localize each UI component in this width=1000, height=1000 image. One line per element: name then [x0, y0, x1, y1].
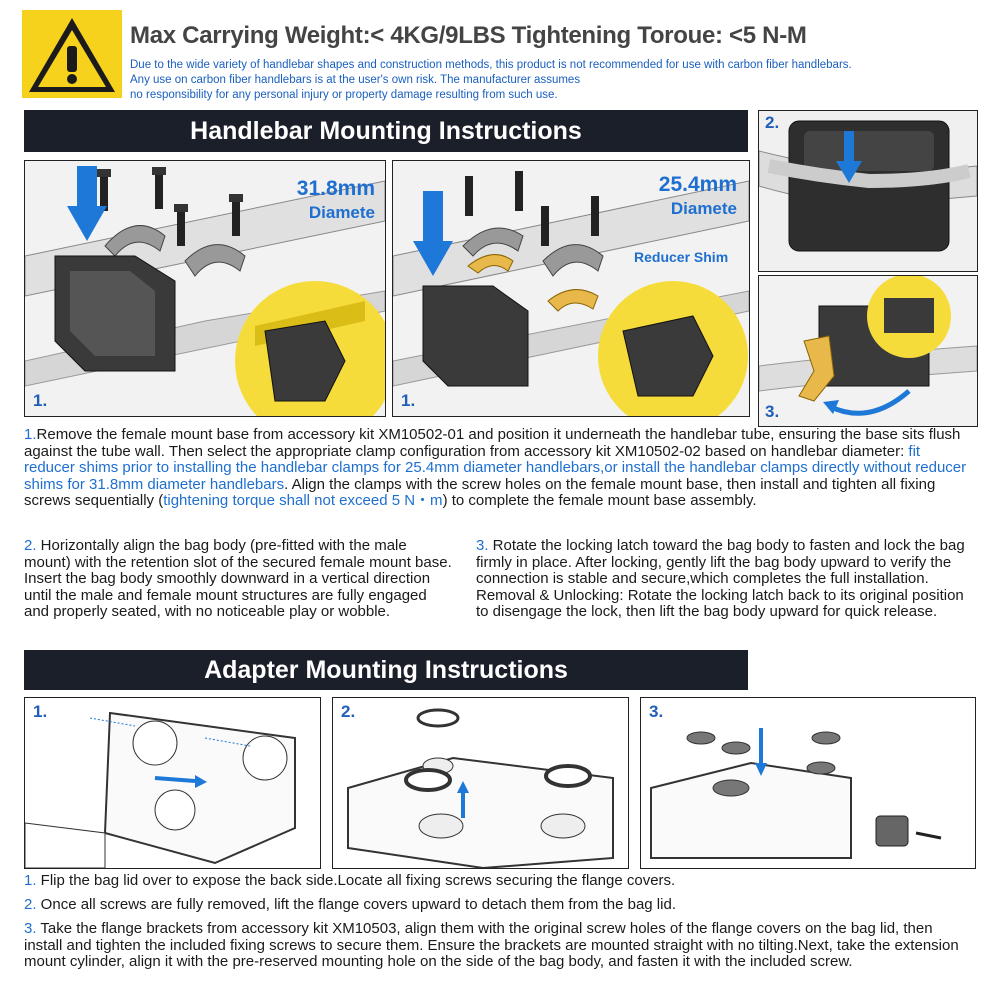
- lid-flip-illustration: [25, 711, 296, 868]
- diameter-value: 31.8mm: [296, 177, 375, 200]
- handlebar-section-heading: Handlebar Mounting Instructions: [24, 110, 748, 152]
- step-number: 3.: [24, 920, 37, 937]
- latch-panel: 3.: [758, 275, 978, 427]
- page-title: Max Carrying Weight:< 4KG/9LBS Tightenin…: [130, 22, 807, 49]
- panel-number: 1.: [33, 391, 48, 410]
- panel-number: 1.: [401, 391, 416, 410]
- diameter-caption: Diamete: [308, 203, 375, 222]
- diameter-label: 25.4mm Diamete: [659, 173, 737, 221]
- adapter-panel-3: 3.: [640, 697, 976, 869]
- handlebar-panel-254: 1. 25.4mm Diamete Reducer Shim: [392, 160, 750, 417]
- step-text: . Align the clamps with the screw holes …: [24, 475, 936, 509]
- step-number: 1.: [24, 872, 37, 889]
- disclaimer-line: Any use on carbon fiber handlebars is at…: [130, 74, 581, 86]
- reducer-shim-label: Reducer Shim: [634, 249, 729, 265]
- step-text: Flip the bag lid over to expose the back…: [36, 872, 676, 889]
- step-1-text: 1.Remove the female mount base from acce…: [24, 426, 974, 510]
- panel-number: 3.: [765, 402, 780, 421]
- panel-number: 2.: [341, 702, 356, 721]
- step-text: Remove the female mount base from access…: [24, 426, 961, 460]
- adapter-step-2-text: 2. Once all screws are fully removed, li…: [24, 896, 974, 914]
- reducer-shim-illustration: [393, 161, 749, 416]
- flange-bracket-illustration: [650, 728, 942, 859]
- adapter-section-heading: Adapter Mounting Instructions: [24, 650, 748, 690]
- disclaimer: Due to the wide variety of handlebar sha…: [130, 58, 990, 103]
- flange-cover-illustration: [347, 708, 614, 868]
- step-highlight: fit reducer shims prior to installing th…: [24, 442, 967, 493]
- adapter-panel-2: 2.: [332, 697, 629, 869]
- warning-triangle-icon: [22, 10, 122, 98]
- torque-highlight: tightening torque shall not exceed 5 N・m: [163, 492, 443, 509]
- diameter-caption: Diamete: [670, 199, 737, 218]
- step-number: 2.: [24, 896, 37, 913]
- disclaimer-line: no responsibility for any personal injur…: [130, 89, 558, 101]
- step-text: ) to complete the female mount base asse…: [442, 492, 757, 509]
- step-text: Take the flange brackets from accessory …: [24, 920, 959, 970]
- handlebar-panel-318: 1. 31.8mm Diamete: [24, 160, 386, 417]
- step-number: 3.: [476, 537, 489, 554]
- adapter-panel-1: 1.: [24, 697, 321, 869]
- adapter-step-3-text: 3. Take the flange brackets from accesso…: [24, 920, 974, 971]
- disclaimer-line: Due to the wide variety of handlebar sha…: [130, 59, 852, 71]
- adapter-step-1-text: 1. Flip the bag lid over to expose the b…: [24, 872, 974, 890]
- latch-illustration: [759, 276, 977, 426]
- step-text: Rotate the locking latch toward the bag …: [476, 537, 965, 620]
- step-text: Horizontally align the bag body (pre-fit…: [24, 537, 452, 620]
- panel-number: 1.: [33, 702, 48, 721]
- step-text: Once all screws are fully removed, lift …: [36, 896, 676, 913]
- diameter-label: 31.8mm Diamete: [297, 177, 375, 225]
- step-number: 1.: [24, 426, 37, 443]
- bag-mount-panel: 2.: [758, 110, 978, 272]
- panel-number: 2.: [765, 113, 780, 132]
- bag-insert-illustration: [759, 111, 977, 271]
- handlebar-clamp-illustration: [25, 161, 385, 416]
- step-2-text: 2. Horizontally align the bag body (pre-…: [24, 537, 454, 621]
- panel-number: 3.: [649, 702, 664, 721]
- diameter-value: 25.4mm: [658, 173, 737, 196]
- step-3-text: 3. Rotate the locking latch toward the b…: [476, 537, 976, 621]
- step-number: 2.: [24, 537, 37, 554]
